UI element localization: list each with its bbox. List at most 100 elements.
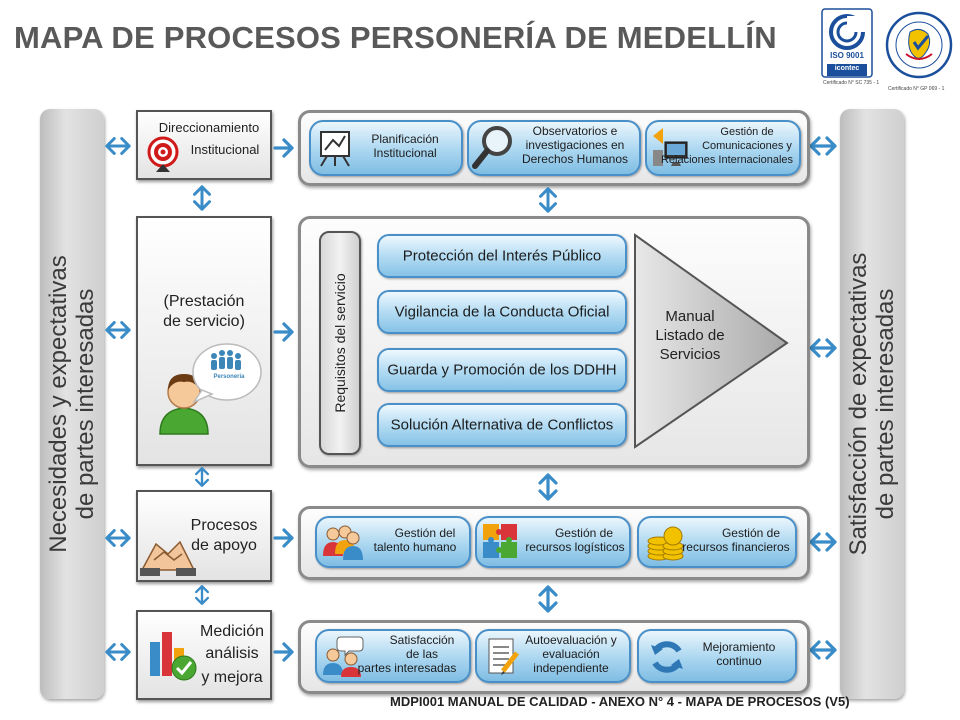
double-arrow-icon <box>192 466 212 488</box>
strategic-label-line2: Institucional <box>190 142 260 157</box>
process-label-line: Gestión de <box>554 526 614 540</box>
process-label: Planificación Institucional <box>355 132 455 160</box>
right-arrow-icon <box>272 640 296 664</box>
double-arrow-icon <box>104 526 132 550</box>
evaluation-label-line3: y mejora <box>201 669 263 686</box>
double-arrow-icon <box>808 638 838 662</box>
mission-label-box: (Prestación de servicio) Personería <box>136 216 272 466</box>
gp-seal-icon <box>885 11 953 79</box>
process-label: Solución Alternativa de Conflictos <box>390 416 614 434</box>
right-sidebar: Satisfacción de expectativas de partes i… <box>840 109 904 699</box>
double-arrow-icon <box>536 186 560 214</box>
output-label-line: Listado de <box>655 327 725 344</box>
bar-chart-check-icon <box>150 632 197 681</box>
process-talento[interactable]: Gestión del talento humano <box>315 516 471 568</box>
double-arrow-icon <box>192 584 212 606</box>
left-sidebar: Necesidades y expectativas de partes int… <box>40 109 104 699</box>
computer-icon <box>653 128 688 166</box>
process-label: Gestión del talento humano <box>365 526 465 554</box>
process-solucion[interactable]: Solución Alternativa de Conflictos <box>377 403 627 447</box>
needs-label-line2: de partes interesadas <box>72 288 99 520</box>
iso-label: ISO 9001 <box>830 51 864 60</box>
evaluation-label-box: Medición análisis y mejora <box>136 610 272 700</box>
process-financieros[interactable]: Gestión de recursos financieros <box>637 516 797 568</box>
process-guarda[interactable]: Guarda y Promoción de los DDHH <box>377 348 627 392</box>
process-label: Satisfacción de las partes interesadas <box>347 633 467 675</box>
handshake-icon <box>140 540 196 576</box>
speech-people-icon <box>323 636 364 677</box>
process-label-line: Gestión de <box>720 126 774 138</box>
process-autoevaluacion[interactable]: Autoevaluación y evaluación independient… <box>475 629 631 683</box>
support-label-line1: Procesos <box>190 517 258 534</box>
process-label-line: Planificación <box>371 132 439 146</box>
footer-caption: MDPI001 MANUAL DE CALIDAD - ANEXO N° 4 -… <box>390 694 850 709</box>
process-label-line: recursos logísticos <box>525 540 625 554</box>
output-label: Manual Listado de Servicios <box>635 307 745 364</box>
process-label-line: Institucional <box>373 146 437 160</box>
process-comunicaciones[interactable]: Gestión de Comunicaciones y Relaciones I… <box>645 120 801 176</box>
output-label-line: Servicios <box>659 346 721 363</box>
icontec-cert: Certificado N° SC 735 - 1 <box>823 80 880 86</box>
process-label: Mejoramiento continuo <box>685 640 793 668</box>
icontec-label: icontec <box>834 65 860 72</box>
process-label: Vigilancia de la Conducta Oficial <box>394 303 610 321</box>
icontec-logo-icon <box>821 8 873 78</box>
process-label-line: Gestión de <box>721 526 781 540</box>
output-triangle-arrow <box>634 233 789 449</box>
double-arrow-icon <box>104 640 132 664</box>
process-label-line: Comunicaciones y <box>702 140 792 152</box>
process-label-line: de las <box>405 647 439 661</box>
right-arrow-icon <box>272 526 296 550</box>
double-arrow-icon <box>536 472 560 502</box>
target-icon <box>147 136 179 172</box>
coins-icon <box>647 526 684 561</box>
people-logo-label: Personería <box>213 374 245 380</box>
mission-label-line1: (Prestación <box>163 293 245 310</box>
double-arrow-icon <box>104 318 132 342</box>
satisfaction-label-line2: de partes interesadas <box>872 288 899 520</box>
process-mejoramiento[interactable]: Mejoramiento continuo <box>637 629 797 683</box>
right-arrow-icon <box>272 136 296 160</box>
process-vigilancia[interactable]: Vigilancia de la Conducta Oficial <box>377 290 627 334</box>
process-label-line: independiente <box>533 661 609 675</box>
evaluation-processes-panel: Satisfacción de las partes interesadas A… <box>298 620 810 694</box>
process-label-line: Derechos Humanos <box>521 152 629 166</box>
strategic-label-box: Direccionamiento Institucional <box>136 110 272 180</box>
checklist-icon <box>488 638 519 675</box>
process-logisticos[interactable]: Gestión de recursos logísticos <box>475 516 631 568</box>
double-arrow-icon <box>104 134 132 158</box>
requirements-bar: Requisitos del servicio <box>319 231 361 455</box>
needs-label: Necesidades y expectativas de partes int… <box>45 255 99 553</box>
support-label-box: Procesos de apoyo <box>136 490 272 582</box>
magnifier-icon <box>472 126 512 169</box>
double-arrow-icon <box>808 134 838 158</box>
user-icon <box>159 374 209 435</box>
strategic-label-line1: Direccionamiento <box>158 120 260 135</box>
satisfaction-label-line1: Satisfacción de expectativas <box>845 252 872 556</box>
mission-label-line2: de servicio) <box>163 313 245 330</box>
double-arrow-icon <box>808 530 838 554</box>
process-planificacion[interactable]: Planificación Institucional <box>309 120 463 176</box>
mission-processes-panel: Requisitos del servicio Protección del I… <box>298 216 810 468</box>
process-label: Guarda y Promoción de los DDHH <box>387 361 617 379</box>
process-label-line: evaluación <box>542 647 600 661</box>
output-label-line: Manual <box>665 308 715 325</box>
requirements-label: Requisitos del servicio <box>332 273 348 413</box>
needs-label-line1: Necesidades y expectativas <box>45 255 72 553</box>
process-satisfaccion[interactable]: Satisfacción de las partes interesadas <box>315 629 471 683</box>
process-observatorios[interactable]: Observatorios e investigaciones en Derec… <box>467 120 641 176</box>
process-label: Autoevaluación y evaluación independient… <box>515 633 627 675</box>
process-label-line: Satisfacción <box>389 633 455 647</box>
process-label-line: Mejoramiento <box>702 640 776 654</box>
process-proteccion[interactable]: Protección del Interés Público <box>377 234 627 278</box>
process-label: Gestión de Comunicaciones y Relaciones I… <box>655 125 799 167</box>
refresh-icon <box>651 641 683 673</box>
people-group-icon <box>323 525 363 560</box>
double-arrow-icon <box>190 184 214 212</box>
process-label-line: recursos financieros <box>682 540 790 554</box>
evaluation-label-line1: Medición <box>199 623 265 640</box>
gp-cert: Certificado N° GP 069 - 1 <box>888 86 945 92</box>
process-label: Gestión de recursos financieros <box>679 526 793 554</box>
support-label-line2: de apoyo <box>191 537 257 554</box>
process-label: Protección del Interés Público <box>402 247 602 265</box>
